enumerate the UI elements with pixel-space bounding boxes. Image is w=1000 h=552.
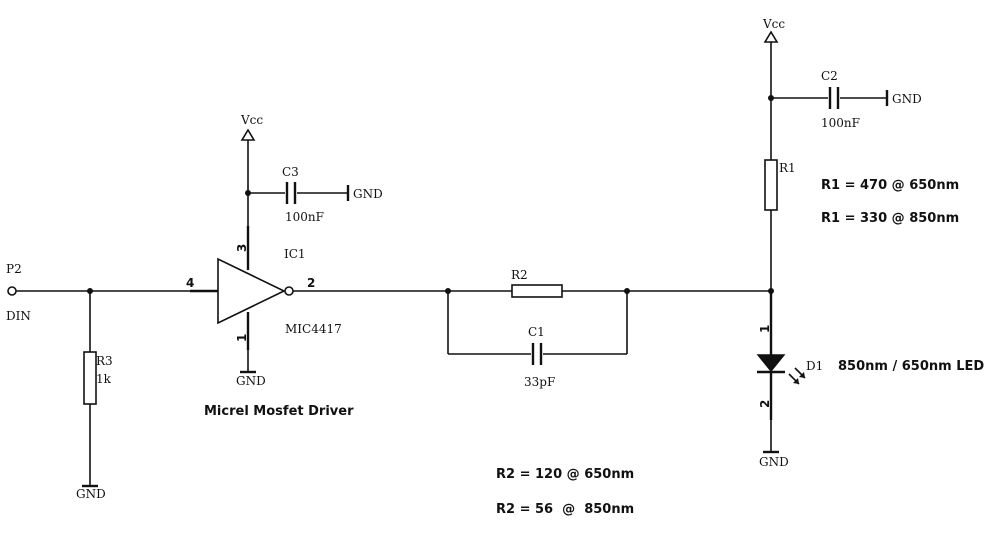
led-d1-symbol (756, 354, 786, 373)
connector-p2: P2 DIN (6, 262, 31, 323)
led-emission-arrows-icon (788, 367, 806, 385)
ic1-part-number: MIC4417 (285, 322, 342, 336)
led-d1-description: 850nm / 650nm LED (838, 359, 984, 374)
vcc-symbol-right (763, 30, 779, 43)
capacitor-c1-ref: C1 (528, 325, 545, 339)
capacitor-c1-value: 33pF (524, 375, 555, 389)
gnd-label-c2: GND (892, 92, 922, 106)
resistor-r3 (83, 351, 97, 405)
note-r1-850nm: R1 = 330 @ 850nm (821, 211, 959, 226)
d1-pin-2: 2 (758, 400, 772, 408)
ic1-pin-3: 3 (235, 244, 249, 252)
note-r2-650nm: R2 = 120 @ 650nm (496, 467, 634, 482)
ic1-ref: IC1 (284, 247, 306, 261)
vcc-label-ic1: Vcc (240, 113, 263, 127)
connector-p2-ref: P2 (6, 262, 22, 276)
resistor-r1 (764, 159, 778, 211)
resistor-r2 (511, 284, 563, 298)
connector-p2-net-label: DIN (6, 309, 31, 323)
ic1-driver-symbol (217, 257, 286, 325)
resistor-r2-ref: R2 (511, 268, 528, 282)
resistor-r3-ref: R3 (96, 354, 113, 368)
capacitor-c3-value: 100nF (285, 210, 324, 224)
vcc-label-right: Vcc (762, 17, 785, 31)
ic1-pin-2: 2 (307, 276, 315, 290)
gnd-label-r3: GND (76, 487, 106, 501)
note-r1-650nm: R1 = 470 @ 650nm (821, 178, 959, 193)
ic1-pin-4: 4 (186, 276, 194, 290)
d1-pin-1: 1 (758, 325, 772, 333)
capacitor-c2-ref: C2 (821, 69, 838, 83)
capacitor-c3-ref: C3 (282, 165, 299, 179)
led-d1-ref: D1 (806, 359, 823, 373)
vcc-symbol-ic1 (240, 128, 256, 141)
gnd-label-d1: GND (759, 455, 789, 469)
gnd-label-ic1: GND (236, 374, 266, 388)
capacitor-c2-value: 100nF (821, 116, 860, 130)
resistor-r3-value: 1k (96, 372, 112, 386)
gnd-label-c3: GND (353, 187, 383, 201)
resistor-r1-ref: R1 (779, 161, 796, 175)
ic1-caption: Micrel Mosfet Driver (204, 404, 354, 419)
ic1-pin-1: 1 (235, 334, 249, 342)
note-r2-850nm: R2 = 56 @ 850nm (496, 502, 634, 517)
ic1-output-inversion-bubble (284, 286, 294, 296)
